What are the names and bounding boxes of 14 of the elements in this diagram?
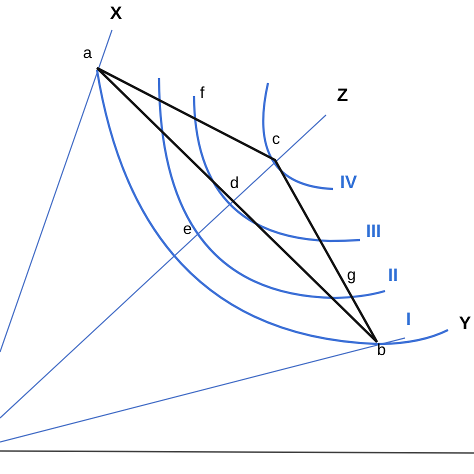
point-label: II — [388, 266, 398, 284]
point-label: e — [183, 222, 192, 238]
point-label: b — [377, 343, 386, 359]
point-label: Z — [337, 86, 348, 104]
point-label: c — [272, 132, 280, 148]
point-label: X — [110, 4, 122, 22]
point-label: d — [230, 176, 239, 192]
point-label: I — [406, 310, 412, 328]
point-label: g — [347, 268, 356, 284]
point-label: IV — [340, 173, 358, 191]
point-label: a — [83, 46, 92, 62]
point-label: III — [366, 222, 382, 240]
point-label: f — [200, 86, 204, 102]
point-label: Y — [459, 314, 472, 332]
